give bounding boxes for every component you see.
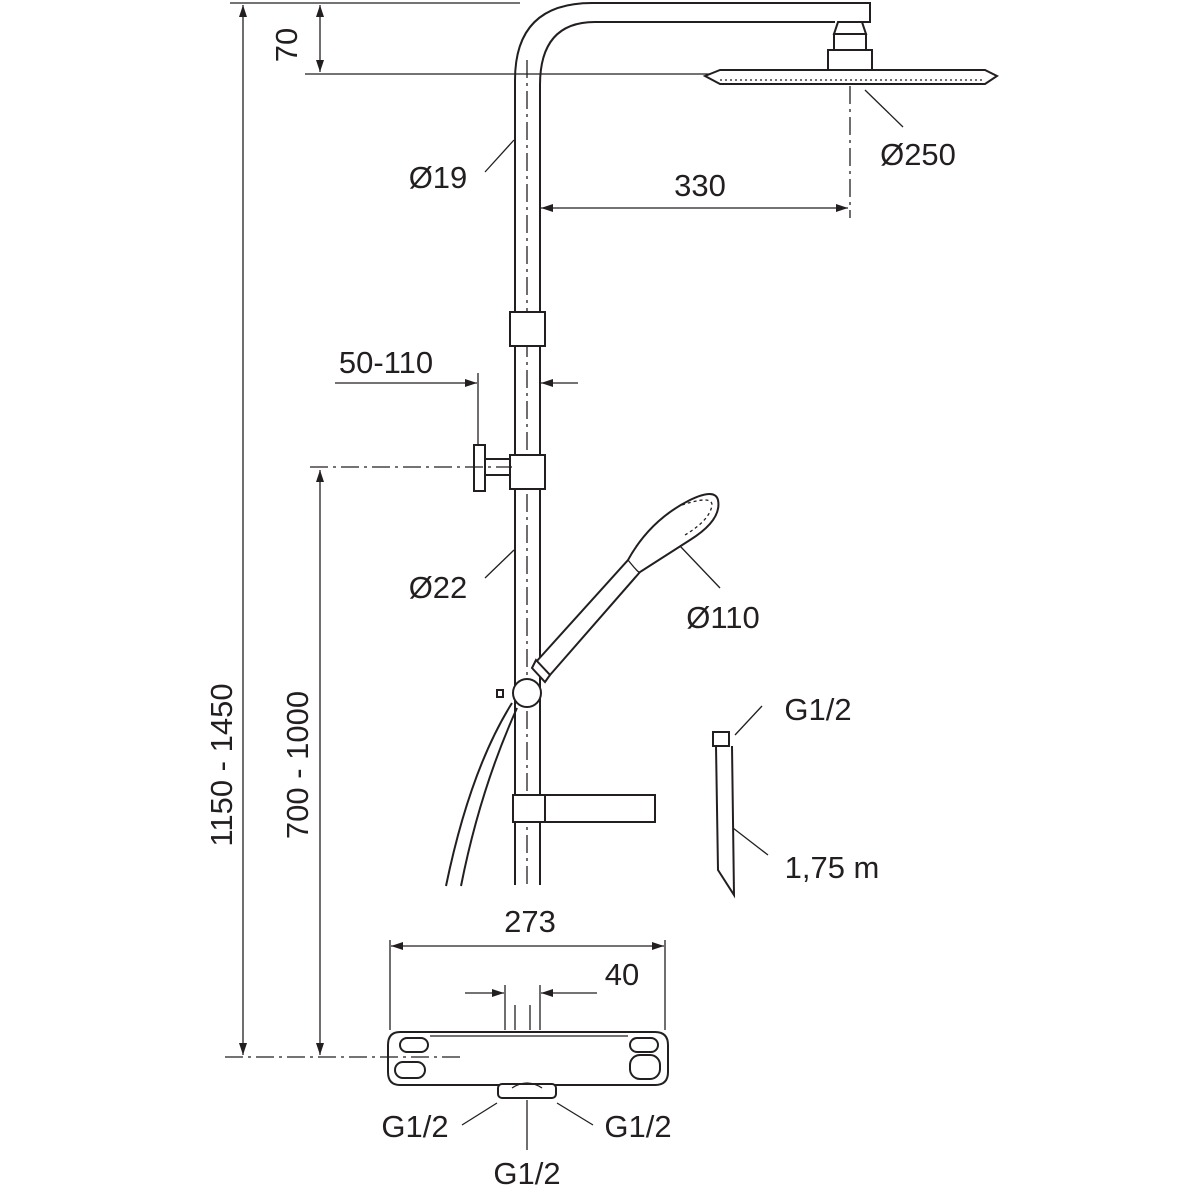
riser-pipe: [514, 2, 871, 885]
shelf: [512, 794, 656, 823]
outlet-right-label: G1/2: [604, 1109, 671, 1144]
hand-shower-diameter-label: Ø110: [686, 600, 760, 635]
arm-drop-label: 70: [269, 28, 304, 62]
hose-icon: [712, 705, 769, 899]
head-shower-diameter-label: Ø250: [880, 137, 956, 172]
outlet-left-label: G1/2: [381, 1109, 448, 1144]
thermostat-width-label: 273: [504, 904, 556, 939]
hose-connection-label: G1/2: [784, 692, 851, 727]
thermostat-width-dimension: 273: [389, 904, 666, 1030]
bracket-height-label: 700 - 1000: [280, 691, 315, 839]
wall-distance-dimension: 50-110: [335, 345, 578, 445]
pipe-spacing-label: 40: [605, 957, 639, 992]
pipe-spacing-dimension: 40: [465, 957, 639, 1030]
arm-drop-dimension: 70: [269, 5, 710, 75]
bracket-height-dimension: 700 - 1000: [280, 466, 512, 1055]
arm-projection-label: 330: [674, 168, 726, 203]
wall-distance-label: 50-110: [339, 345, 433, 380]
total-height-dimension: 1150 - 1450: [204, 2, 520, 1055]
thermostat-mixer: [225, 1031, 669, 1099]
lower-pipe-diameter-label: Ø22: [409, 570, 468, 605]
outlet-bottom-label: G1/2: [493, 1156, 560, 1191]
total-height-label: 1150 - 1450: [204, 683, 239, 846]
hose-length-label: 1,75 m: [785, 850, 880, 885]
wall-bracket: [473, 444, 546, 492]
head-shower: [702, 21, 999, 218]
pipe-coupling: [509, 311, 546, 347]
hand-shower: [445, 493, 720, 887]
upper-pipe-diameter-label: Ø19: [409, 160, 468, 195]
